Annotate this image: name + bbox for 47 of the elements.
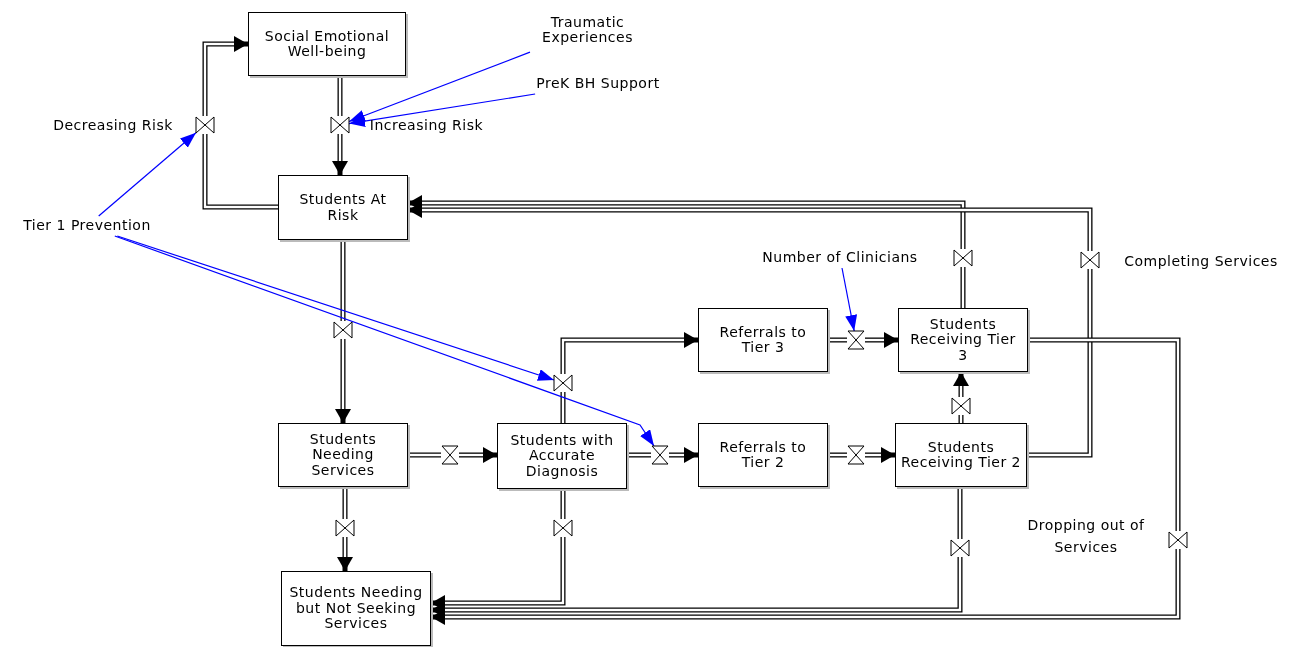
valve-icon	[847, 331, 865, 349]
valve-icon	[196, 116, 214, 134]
flow-label: Decreasing Risk	[52, 116, 174, 135]
influence-arrow	[114, 235, 655, 447]
stock-label: Students Receiving Tier 3	[909, 316, 1017, 364]
stock-box	[698, 308, 828, 372]
valve-icon	[334, 321, 352, 339]
variable-label: Number of Clinicians	[762, 250, 918, 266]
stock-box	[895, 423, 1027, 487]
flow-label: Completing Services	[1123, 252, 1279, 271]
valve-icon	[954, 249, 972, 267]
valve-icon	[1081, 251, 1099, 269]
valve-icon	[951, 539, 969, 557]
flow-label: Dropping out of Services	[1026, 516, 1146, 558]
influence-arrow	[348, 93, 536, 127]
stock-box	[281, 571, 431, 646]
influence-arrow	[98, 132, 197, 217]
variable-label: PreK BH Support	[536, 76, 660, 92]
valve-icon	[336, 519, 354, 537]
stock-label: Referrals to Tier 3	[718, 324, 808, 356]
stock-label: Students Receiving Tier 2	[900, 439, 1022, 471]
valve-icon	[554, 374, 572, 392]
stock-box	[278, 423, 408, 487]
valve-icon	[331, 116, 349, 134]
stock-box	[278, 175, 408, 240]
variable-label: Traumatic Experiences	[541, 14, 634, 46]
stock-label: Students Needing but Not Seeking Services	[288, 585, 424, 632]
stock-box	[248, 12, 406, 76]
valve-icon	[441, 446, 459, 464]
valve-icon	[847, 446, 865, 464]
influence-arrow	[116, 235, 555, 381]
stock-label: Students At Risk	[298, 192, 388, 223]
variable-label: Tier 1 Prevention	[23, 218, 151, 234]
influence-arrow	[348, 51, 531, 123]
stock-label: Social Emotional Well-being	[263, 28, 391, 60]
valve-icon	[651, 446, 669, 464]
stock-box	[497, 423, 627, 489]
valve-icon	[952, 397, 970, 415]
stock-box	[898, 308, 1028, 372]
stock-label: Students with Accurate Diagnosis	[509, 432, 615, 480]
flow-label: Increasing Risk	[368, 116, 485, 135]
stock-label: Students Needing Services	[308, 431, 378, 479]
stock-label: Referrals to Tier 2	[718, 439, 808, 471]
valve-icon	[1169, 531, 1187, 549]
influence-arrow	[841, 267, 858, 332]
stock-box	[698, 423, 828, 487]
valve-icon	[554, 519, 572, 537]
